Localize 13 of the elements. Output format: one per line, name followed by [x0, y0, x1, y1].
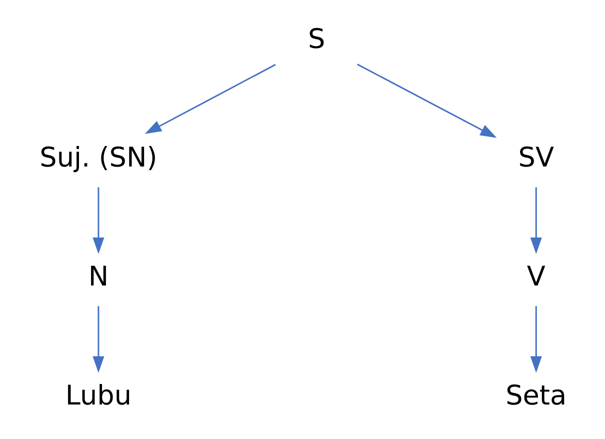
arrow — [530, 187, 542, 254]
arrow — [92, 306, 104, 373]
node-text: SV — [518, 142, 554, 174]
node-text: V — [526, 262, 545, 293]
arrow — [92, 187, 104, 254]
arrow — [144, 64, 276, 134]
node-text: N — [88, 262, 108, 293]
arrow — [356, 64, 496, 138]
node-text: Seta — [505, 380, 566, 412]
node-text: Suj. (SN) — [39, 142, 157, 174]
arrow — [530, 306, 542, 373]
node-text: Lubu — [64, 380, 132, 412]
node-text: S — [307, 24, 325, 55]
